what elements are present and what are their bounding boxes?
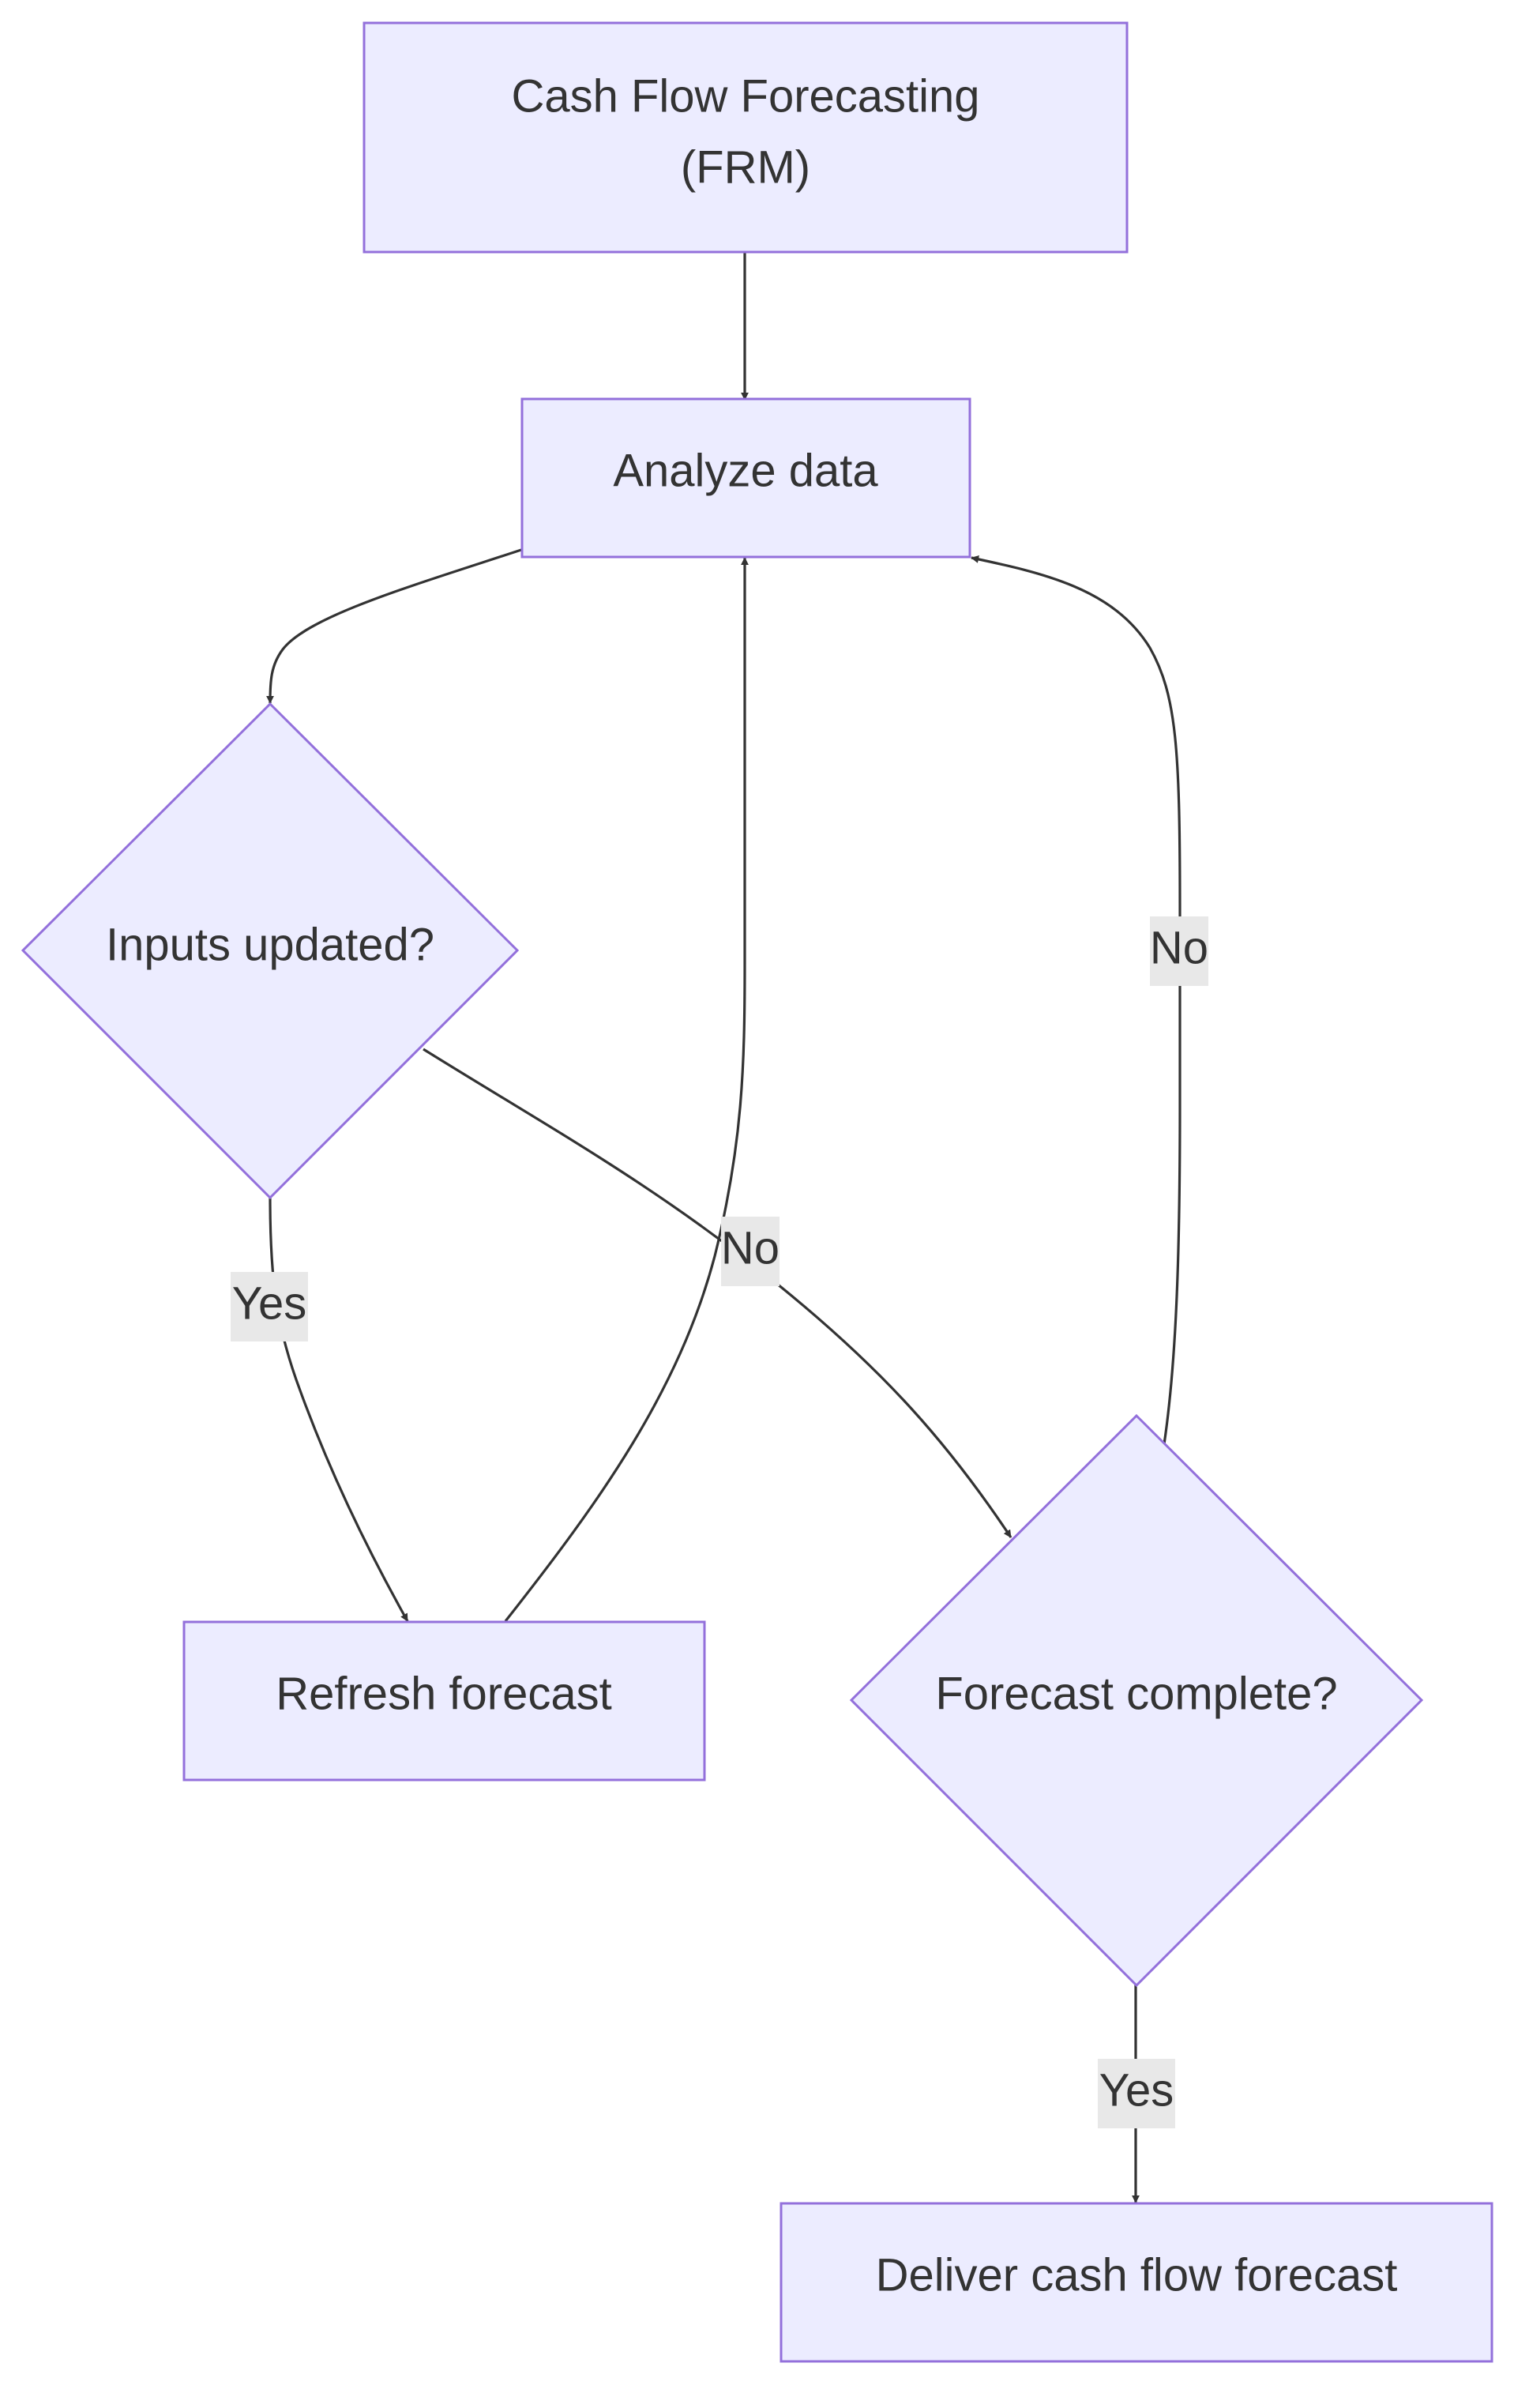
edge-refresh-to-analyze	[504, 557, 749, 1622]
node-title-line-1: Cash Flow Forecasting	[511, 70, 979, 122]
edge-label-inputs-yes: Yes	[231, 1272, 308, 1341]
edge-label-text: Yes	[232, 1277, 307, 1329]
edge-label-text: No	[721, 1222, 780, 1274]
node-title-line-2: (FRM)	[681, 141, 810, 193]
edge-label-complete-yes: Yes	[1098, 2059, 1175, 2128]
node-label: Deliver cash flow forecast	[876, 2249, 1398, 2301]
edge-complete-to-analyze-no	[971, 555, 1182, 1445]
edge-analyze-to-inputs	[266, 548, 522, 704]
node-label: Refresh forecast	[276, 1668, 612, 1719]
node-label: Inputs updated?	[106, 919, 434, 970]
node-inputs-updated-decision: Inputs updated?	[21, 702, 520, 1200]
node-analyze-data: Analyze data	[520, 397, 971, 559]
node-label: Forecast complete?	[935, 1668, 1337, 1719]
nodes: Cash Flow Forecasting (FRM) Analyze data…	[21, 21, 1493, 2363]
node-cash-flow-forecasting: Cash Flow Forecasting (FRM)	[363, 21, 1129, 254]
edge-inputs-to-complete-no	[423, 1048, 1012, 1538]
edge-labels: Yes No No Yes	[231, 916, 1208, 2128]
edge-label-inputs-no: No	[721, 1217, 780, 1286]
node-deliver-cash-flow-forecast: Deliver cash flow forecast	[780, 2202, 1493, 2363]
node-forecast-complete-decision: Forecast complete?	[849, 1413, 1424, 1988]
edges	[266, 253, 1182, 2203]
node-label: Analyze data	[613, 445, 878, 496]
edge-label-text: Yes	[1099, 2064, 1174, 2116]
edge-label-complete-no: No	[1150, 916, 1208, 986]
edge-label-text: No	[1150, 922, 1208, 973]
edge-inputs-to-refresh-yes	[269, 1197, 409, 1622]
node-refresh-forecast: Refresh forecast	[182, 1620, 706, 1782]
